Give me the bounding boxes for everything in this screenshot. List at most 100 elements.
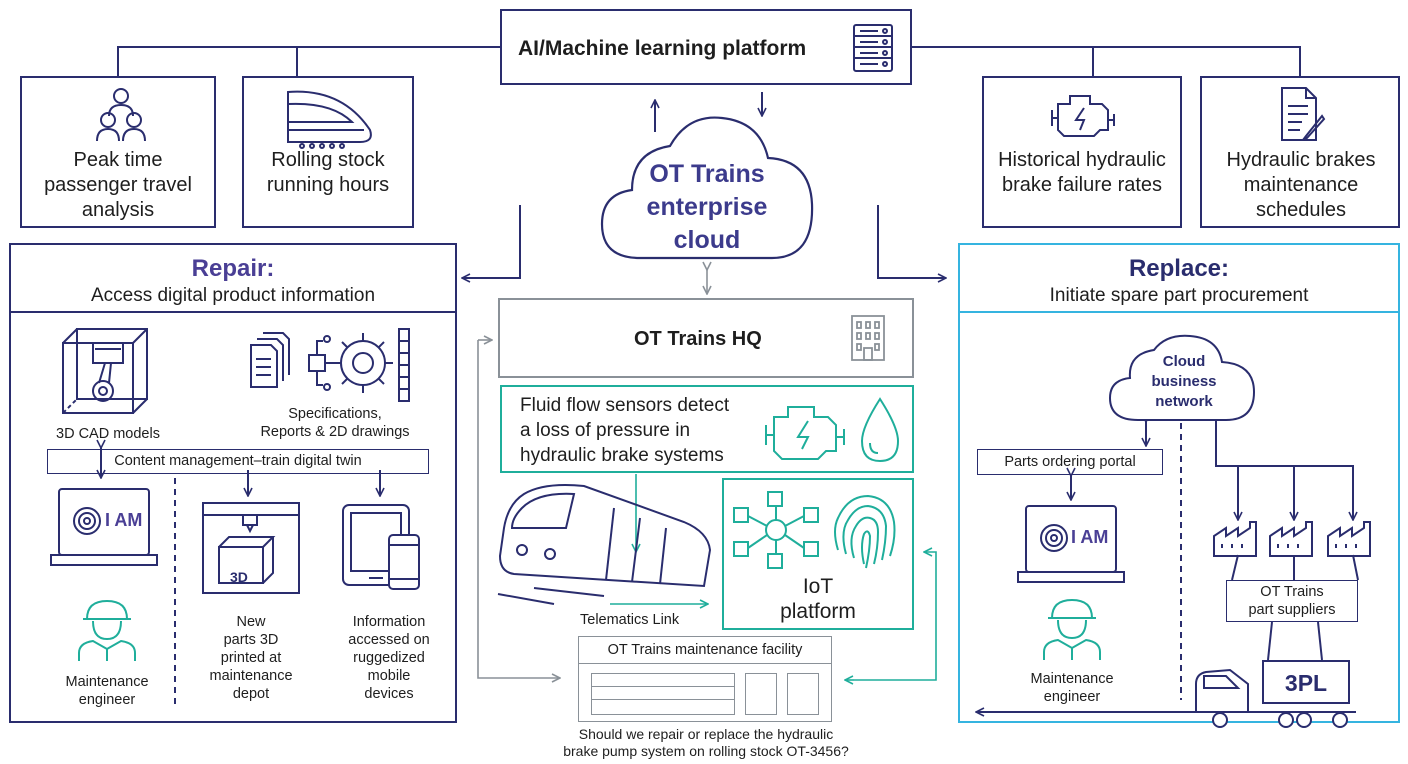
- sensors-line-3: hydraulic brake systems: [520, 445, 724, 466]
- printed-line-2: parts 3D: [223, 632, 279, 648]
- specs-line-1: Specifications,: [288, 406, 382, 422]
- repair-title: Repair:: [191, 255, 275, 282]
- network-hub-icon: [733, 491, 819, 569]
- facility-label: OT Trains maintenance facility: [607, 642, 803, 658]
- sensors-label: Fluid flow sensors detect a loss of pres…: [520, 393, 729, 468]
- business-cloud-shape: [1108, 334, 1256, 421]
- fingerprint-icon: [834, 494, 896, 569]
- cloud-line-2: enterprise: [646, 193, 768, 221]
- sensors-box: Fluid flow sensors detect a loss of pres…: [500, 385, 914, 473]
- business-cloud-label: Cloud business network: [1120, 352, 1248, 412]
- replace-subtitle: Initiate spare part procurement: [1049, 285, 1309, 306]
- parts-portal-label: Parts ordering portal: [1004, 454, 1136, 470]
- mobile-label: Information accessed on ruggedized mobil…: [329, 613, 449, 703]
- mobile-devices-icon: [342, 504, 420, 590]
- iot-box: IoT platform: [722, 478, 914, 630]
- printed-line-5: depot: [232, 686, 270, 702]
- threepl-box: 3PL: [1262, 660, 1350, 704]
- suppliers-box: OT Trains part suppliers: [1226, 580, 1358, 622]
- replace-engineer-line-1: Maintenance: [1030, 671, 1114, 687]
- replace-divider: [960, 311, 1398, 313]
- mobile-line-4: mobile: [367, 668, 411, 684]
- schedules-label: Hydraulic brakes maintenance schedules: [1226, 149, 1376, 221]
- factory-icon-3: [1327, 521, 1371, 557]
- replace-engineer-line-2: engineer: [1043, 689, 1101, 705]
- maintenance-facility-box: OT Trains maintenance facility: [578, 636, 832, 722]
- facility-door: [591, 673, 735, 715]
- suppliers-line-2: part suppliers: [1248, 602, 1336, 618]
- peak-time-box: Peak time passenger travel analysis: [20, 76, 216, 228]
- rolling-stock-label: Rolling stock running hours: [266, 149, 390, 196]
- engine-drop-icon: [765, 397, 900, 463]
- sensors-line-1: Fluid flow sensors detect: [520, 395, 730, 416]
- content-management-bar: Content management–train digital twin: [47, 449, 429, 474]
- printed-line-3: printed at: [220, 650, 282, 666]
- business-cloud-line-2: business: [1151, 373, 1217, 390]
- replace-laptop-iam-label: I AM: [1071, 527, 1109, 547]
- suppliers-label: OT Trains part suppliers: [1227, 583, 1357, 619]
- mobile-line-3: ruggedized: [353, 650, 425, 666]
- mobile-line-5: devices: [364, 686, 414, 702]
- repair-panel: Repair: Access digital product informati…: [9, 243, 457, 723]
- replace-engineer-icon: [1043, 598, 1101, 660]
- factory-icon-1: [1213, 521, 1257, 557]
- engineer-label: Maintenance engineer: [47, 673, 167, 709]
- schedules-box: Hydraulic brakes maintenance schedules: [1200, 76, 1400, 228]
- passengers-icon: [96, 88, 146, 142]
- threepl-label: 3PL: [1284, 670, 1328, 696]
- mobile-line-1: Information: [352, 614, 426, 630]
- question-label: Should we repair or replace the hydrauli…: [520, 726, 892, 760]
- printed-line-4: maintenance: [209, 668, 293, 684]
- laptop-iam-icon: [50, 488, 158, 566]
- cad-label: 3D CAD models: [56, 426, 160, 442]
- 3d-printer-icon: [202, 502, 300, 594]
- sensors-line-2: a loss of pressure in: [520, 420, 691, 441]
- cad-piston-icon: [62, 328, 148, 414]
- cube-3d-label: 3D: [230, 569, 248, 585]
- documents-gear-icon: [250, 328, 410, 402]
- cloud-line-3: cloud: [673, 226, 741, 254]
- building-icon: [851, 315, 885, 361]
- repair-divider: [11, 311, 455, 313]
- hq-box: OT Trains HQ: [498, 298, 914, 378]
- document-pen-icon: [1281, 87, 1326, 141]
- server-icon: [853, 24, 893, 72]
- peak-time-label: Peak time passenger travel analysis: [44, 149, 192, 221]
- business-cloud-line-3: network: [1155, 393, 1213, 410]
- specs-label: Specifications, Reports & 2D drawings: [225, 405, 445, 441]
- parts-portal-box: Parts ordering portal: [977, 449, 1163, 475]
- historical-label: Historical hydraulic brake failure rates: [998, 149, 1166, 196]
- specs-line-2: Reports & 2D drawings: [260, 424, 410, 440]
- bullet-train-icon: [287, 90, 372, 149]
- ml-platform-box: AI/Machine learning platform: [500, 9, 912, 85]
- printed-line-1: New: [236, 614, 266, 630]
- rolling-stock-box: Rolling stock running hours: [242, 76, 414, 228]
- suppliers-line-1: OT Trains: [1260, 584, 1324, 600]
- replace-laptop-iam-icon: [1017, 505, 1125, 583]
- question-line-1: Should we repair or replace the hydrauli…: [578, 726, 834, 742]
- train-icon: [497, 484, 712, 605]
- engineer-line-1: Maintenance: [65, 674, 149, 690]
- facility-window-2: [787, 673, 819, 715]
- facility-window-1: [745, 673, 777, 715]
- printed-label: New parts 3D printed at maintenance depo…: [191, 613, 311, 703]
- facility-divider: [579, 663, 831, 664]
- hq-label: OT Trains HQ: [634, 328, 762, 350]
- replace-panel: Replace: Initiate spare part procurement: [958, 243, 1400, 723]
- content-management-label: Content management–train digital twin: [114, 453, 362, 469]
- replace-engineer-label: Maintenance engineer: [1012, 670, 1132, 706]
- iot-line-2: platform: [780, 600, 856, 623]
- enterprise-cloud-shape: [600, 116, 814, 260]
- laptop-iam-label: I AM: [105, 510, 143, 530]
- telematics-label: Telematics Link: [580, 612, 680, 628]
- cloud-line-1: OT Trains: [649, 160, 765, 188]
- enterprise-cloud-label: OT Trains enterprise cloud: [610, 158, 804, 257]
- question-line-2: brake pump system on rolling stock OT-34…: [563, 743, 849, 759]
- business-cloud-line-1: Cloud: [1162, 353, 1206, 370]
- mobile-line-2: accessed on: [348, 632, 430, 648]
- iot-label: IoT platform: [724, 574, 912, 624]
- repair-subtitle: Access digital product information: [90, 285, 376, 306]
- engine-icon: [1051, 95, 1115, 137]
- replace-title: Replace:: [1128, 255, 1230, 282]
